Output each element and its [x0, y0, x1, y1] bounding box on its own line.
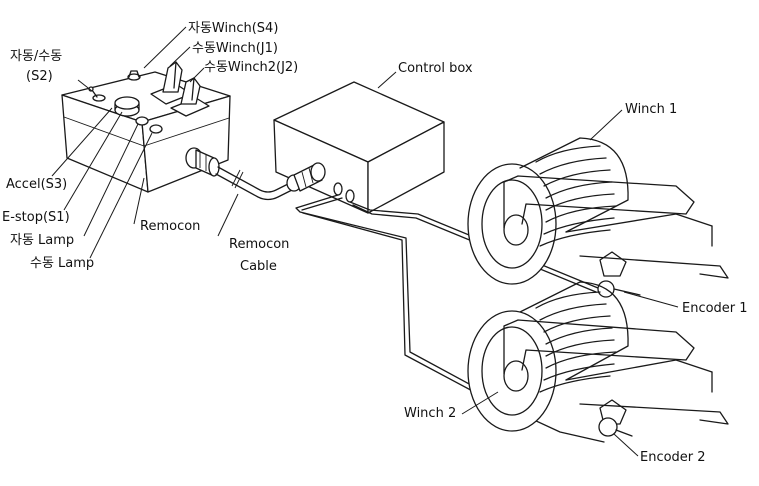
label-estop: E-stop(S1): [2, 210, 70, 225]
leader-lines: [51, 26, 679, 457]
label-remocon-cable-2: Cable: [240, 259, 277, 274]
winch-2: [467, 281, 729, 437]
label-remocon: Remocon: [140, 219, 201, 234]
label-manual-winch2-j2: 수동Winch2(J2): [204, 60, 299, 75]
joystick-j2: [170, 77, 210, 117]
label-auto-manual: 자동/수동: [10, 49, 63, 64]
remocon-box: [61, 71, 231, 193]
lamps: [135, 116, 163, 134]
joystick-j1: [150, 61, 192, 105]
label-auto-lamp: 자동 Lamp: [10, 233, 75, 248]
estop-button: [114, 96, 140, 117]
control-box: [273, 81, 445, 214]
label-winch-1: Winch 1: [625, 102, 678, 117]
label-winch-2: Winch 2: [404, 406, 457, 421]
label-auto-winch: 자동Winch(S4): [188, 21, 279, 36]
label-remocon-cable-1: Remocon: [229, 237, 290, 252]
control-box-connector: [286, 162, 326, 192]
label-encoder-2: Encoder 2: [640, 450, 706, 465]
encoder-wires: [295, 194, 605, 443]
label-encoder-1: Encoder 1: [682, 301, 748, 316]
label-control-box: Control box: [398, 61, 473, 76]
label-s2: (S2): [26, 69, 53, 84]
remocon-cable: [215, 166, 299, 201]
label-manual-winch-j1: 수동Winch(J1): [192, 41, 278, 56]
winch-1: [467, 137, 729, 298]
accel-knob: [127, 70, 141, 81]
label-manual-lamp: 수동 Lamp: [30, 256, 95, 271]
label-accel: Accel(S3): [6, 177, 68, 192]
